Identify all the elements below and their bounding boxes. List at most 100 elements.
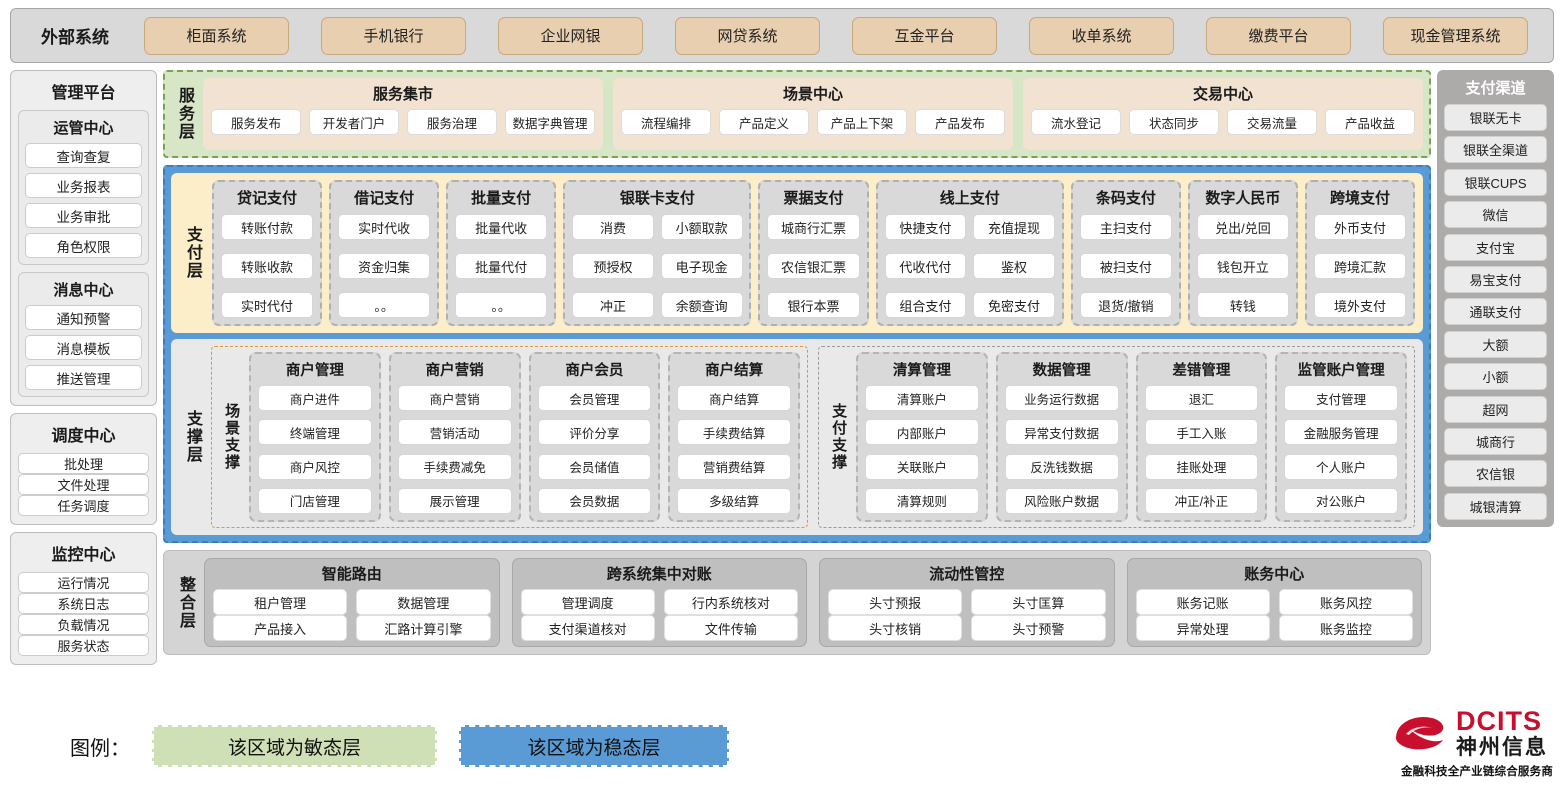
integration-item[interactable]: 账务记账 (1135, 589, 1270, 615)
support-item[interactable]: 反洗钱数据 (1004, 453, 1119, 480)
payment-channel-item[interactable]: 银联无卡 (1444, 104, 1547, 131)
payment-item[interactable]: 冲正 (572, 292, 654, 318)
management-item[interactable]: 查询查复 (25, 143, 142, 168)
payment-item[interactable]: 鉴权 (973, 253, 1055, 279)
payment-channel-item[interactable]: 银联全渠道 (1444, 136, 1547, 164)
support-item[interactable]: 手续费减免 (397, 453, 512, 480)
external-system-item[interactable]: 手机银行 (321, 16, 466, 55)
payment-item[interactable]: 实时代付 (221, 292, 314, 318)
service-item[interactable]: 产品上下架 (817, 109, 907, 135)
integration-item[interactable]: 支付渠道核对 (520, 615, 655, 641)
support-item[interactable]: 商户结算 (677, 385, 791, 411)
support-item[interactable]: 营销活动 (397, 419, 512, 446)
management-item[interactable]: 系统日志 (18, 593, 149, 614)
service-item[interactable]: 数据字典管理 (505, 109, 595, 135)
management-item[interactable]: 业务审批 (25, 203, 142, 228)
integration-item[interactable]: 汇路计算引擎 (356, 615, 491, 641)
integration-item[interactable]: 头寸匡算 (971, 589, 1106, 615)
payment-item[interactable]: 代收代付 (884, 253, 967, 279)
support-item[interactable]: 会员数据 (537, 487, 652, 514)
payment-item[interactable]: 免密支付 (973, 292, 1055, 318)
payment-item[interactable]: 兑出/兑回 (1196, 214, 1289, 240)
external-system-item[interactable]: 缴费平台 (1206, 16, 1351, 55)
payment-channel-item[interactable]: 易宝支付 (1444, 265, 1547, 293)
integration-item[interactable]: 头寸预报 (828, 589, 963, 615)
payment-item[interactable]: 预授权 (572, 253, 654, 279)
payment-item[interactable]: 余额查询 (660, 292, 743, 318)
payment-item[interactable]: 转账付款 (221, 214, 314, 240)
payment-item[interactable]: 充值提现 (973, 214, 1055, 240)
payment-item[interactable]: 。。 (455, 292, 548, 318)
management-item[interactable]: 文件处理 (18, 474, 149, 495)
support-item[interactable]: 会员储值 (537, 453, 652, 480)
external-system-item[interactable]: 互金平台 (852, 16, 997, 55)
service-item[interactable]: 交易流量 (1227, 109, 1317, 135)
management-item[interactable]: 角色权限 (25, 233, 142, 258)
service-item[interactable]: 产品定义 (719, 109, 809, 135)
payment-item[interactable]: 转账收款 (221, 253, 314, 279)
payment-item[interactable]: 资金归集 (338, 253, 431, 279)
payment-item[interactable]: 电子现金 (660, 253, 743, 279)
payment-channel-item[interactable]: 支付宝 (1444, 233, 1547, 261)
management-item[interactable]: 任务调度 (18, 495, 149, 516)
payment-item[interactable]: 跨境汇款 (1313, 253, 1407, 279)
integration-item[interactable]: 头寸核销 (828, 615, 963, 641)
management-item[interactable]: 推送管理 (25, 365, 142, 390)
management-item[interactable]: 业务报表 (25, 173, 142, 198)
support-item[interactable]: 支付管理 (1284, 385, 1398, 411)
support-item[interactable]: 风险账户数据 (1004, 487, 1119, 514)
payment-item[interactable]: 组合支付 (884, 292, 967, 318)
service-item[interactable]: 流水登记 (1031, 109, 1121, 135)
integration-item[interactable]: 租户管理 (213, 589, 348, 615)
support-item[interactable]: 清算规则 (865, 487, 979, 514)
external-system-item[interactable]: 收单系统 (1029, 16, 1174, 55)
payment-item[interactable]: 小额取款 (660, 214, 743, 240)
payment-item[interactable]: 批量代付 (455, 253, 548, 279)
support-item[interactable]: 多级结算 (677, 487, 791, 514)
integration-item[interactable]: 产品接入 (213, 615, 348, 641)
management-item[interactable]: 通知预警 (25, 305, 142, 330)
payment-item[interactable]: 主扫支付 (1079, 214, 1172, 240)
service-item[interactable]: 服务发布 (211, 109, 301, 135)
payment-channel-item[interactable]: 通联支付 (1444, 298, 1547, 326)
support-item[interactable]: 对公账户 (1284, 487, 1398, 514)
support-item[interactable]: 冲正/补正 (1144, 487, 1259, 514)
external-system-item[interactable]: 企业网银 (498, 16, 643, 55)
support-item[interactable]: 评价分享 (537, 419, 652, 446)
payment-channel-item[interactable]: 超网 (1444, 395, 1547, 423)
payment-channel-item[interactable]: 农信银 (1444, 460, 1547, 488)
payment-channel-item[interactable]: 银联CUPS (1444, 168, 1547, 196)
payment-channel-item[interactable]: 小额 (1444, 363, 1547, 391)
service-item[interactable]: 服务治理 (407, 109, 497, 135)
service-item[interactable]: 开发者门户 (309, 109, 399, 135)
payment-item[interactable]: 银行本票 (767, 292, 860, 318)
support-item[interactable]: 业务运行数据 (1004, 385, 1119, 411)
service-item[interactable]: 流程编排 (621, 109, 711, 135)
support-item[interactable]: 终端管理 (258, 419, 372, 446)
management-item[interactable]: 负载情况 (18, 614, 149, 635)
payment-item[interactable]: 钱包开立 (1196, 253, 1289, 279)
support-item[interactable]: 手续费结算 (677, 419, 791, 446)
payment-channel-item[interactable]: 大额 (1444, 330, 1547, 358)
support-item[interactable]: 营销费结算 (677, 453, 791, 480)
support-item[interactable]: 异常支付数据 (1004, 419, 1119, 446)
service-item[interactable]: 产品发布 (915, 109, 1005, 135)
payment-item[interactable]: 消费 (572, 214, 654, 240)
management-item[interactable]: 服务状态 (18, 635, 149, 656)
payment-item[interactable]: 城商行汇票 (767, 214, 860, 240)
support-item[interactable]: 挂账处理 (1144, 453, 1259, 480)
support-item[interactable]: 内部账户 (865, 419, 979, 446)
payment-channel-item[interactable]: 微信 (1444, 201, 1547, 229)
support-item[interactable]: 商户营销 (397, 385, 512, 411)
support-item[interactable]: 展示管理 (397, 487, 512, 514)
integration-item[interactable]: 数据管理 (356, 589, 491, 615)
payment-channel-item[interactable]: 城银清算 (1444, 492, 1547, 520)
integration-item[interactable]: 异常处理 (1135, 615, 1270, 641)
payment-item[interactable]: 被扫支付 (1079, 253, 1172, 279)
payment-channel-item[interactable]: 城商行 (1444, 427, 1547, 455)
service-item[interactable]: 产品收益 (1325, 109, 1415, 135)
integration-item[interactable]: 账务风控 (1278, 589, 1413, 615)
payment-item[interactable]: 。。 (338, 292, 431, 318)
payment-item[interactable]: 快捷支付 (884, 214, 967, 240)
payment-item[interactable]: 转钱 (1196, 292, 1289, 318)
